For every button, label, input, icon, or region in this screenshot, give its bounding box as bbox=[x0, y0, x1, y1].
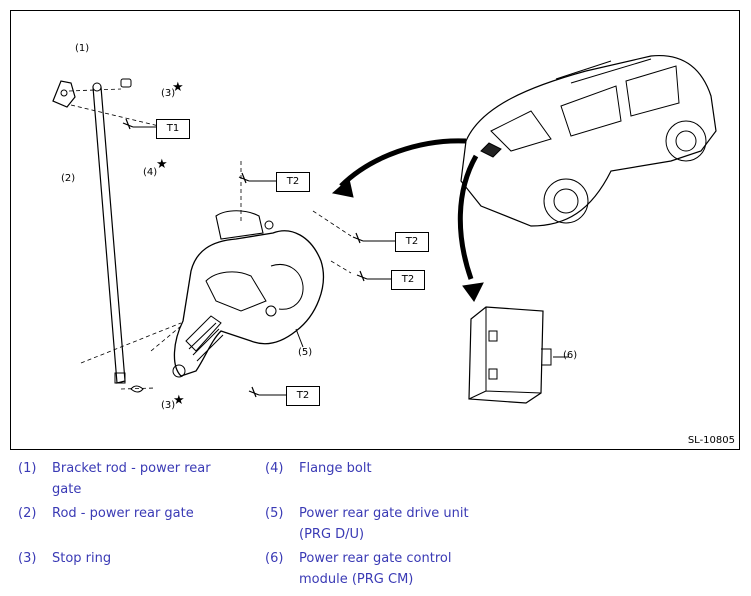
figure-id: SL-10805 bbox=[687, 435, 735, 446]
star-marker: ★ bbox=[173, 393, 185, 408]
rod bbox=[92, 86, 126, 384]
legend-text: Stop ring bbox=[52, 551, 112, 566]
legend-number: (1) bbox=[18, 461, 37, 476]
legend-text: Flange bolt bbox=[299, 461, 372, 476]
bracket-rod bbox=[52, 80, 76, 108]
torque-label-t2: T2 bbox=[391, 270, 425, 290]
callout-6: (6) bbox=[563, 350, 578, 361]
legend-number: (4) bbox=[265, 461, 284, 476]
callout-3-bottom: (3) bbox=[161, 400, 176, 411]
parts-illustration bbox=[52, 54, 717, 404]
star-marker: ★ bbox=[156, 157, 168, 172]
legend-text: Rod - power rear gate bbox=[52, 506, 194, 521]
callout-2: (2) bbox=[61, 173, 76, 184]
torque-label-t2: T2 bbox=[276, 172, 310, 192]
legend-text: Bracket rod - power rear gate bbox=[52, 461, 211, 497]
control-module bbox=[468, 306, 544, 404]
vehicle bbox=[460, 54, 717, 227]
legend-number: (2) bbox=[18, 506, 37, 521]
torque-label-t2: T2 bbox=[286, 386, 320, 406]
star-marker: ★ bbox=[172, 80, 184, 95]
callout-5: (5) bbox=[298, 347, 313, 358]
legend-number: (5) bbox=[265, 506, 284, 521]
callout-4: (4) bbox=[143, 167, 158, 178]
legend-number: (3) bbox=[18, 551, 37, 566]
torque-label-t1: T1 bbox=[156, 119, 190, 139]
torque-label-t2: T2 bbox=[395, 232, 429, 252]
legend-text: Power rear gate drive unit (PRG D/U) bbox=[299, 506, 469, 542]
callout-3-top: (3) bbox=[161, 88, 176, 99]
legend-text: Power rear gate control module (PRG CM) bbox=[299, 551, 452, 587]
legend-number: (6) bbox=[265, 551, 284, 566]
diagram-figure: (1) (2) (3) (3) (4) (5) (6) ★ ★ ★ T1 T2 … bbox=[10, 10, 740, 450]
callout-1: (1) bbox=[75, 43, 90, 54]
